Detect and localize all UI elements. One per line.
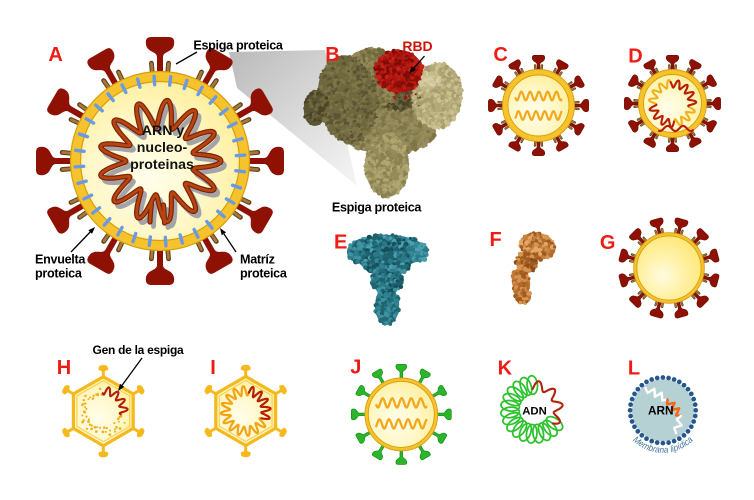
svg-text:ADN: ADN: [522, 406, 546, 418]
svg-text:ARN y: ARN y: [142, 123, 185, 139]
svg-text:Envuelta: Envuelta: [35, 253, 86, 267]
svg-text:J: J: [350, 357, 361, 379]
svg-text:Gen de la espiga: Gen de la espiga: [93, 343, 184, 357]
svg-text:D: D: [628, 46, 642, 68]
svg-text:H: H: [57, 357, 71, 379]
svg-text:nucleo-: nucleo-: [137, 140, 188, 156]
svg-text:I: I: [210, 357, 216, 379]
svg-text:ARN: ARN: [648, 403, 674, 417]
svg-text:proteinas: proteinas: [130, 157, 194, 173]
svg-text:A: A: [48, 44, 62, 66]
svg-text:C: C: [493, 44, 507, 66]
svg-text:Espiga proteica: Espiga proteica: [193, 39, 284, 53]
svg-text:Espiga proteica: Espiga proteica: [332, 201, 423, 215]
svg-text:RBD: RBD: [402, 38, 432, 54]
svg-text:F: F: [489, 229, 501, 251]
svg-text:Matríz: Matríz: [240, 253, 275, 267]
svg-text:proteica: proteica: [240, 267, 288, 281]
svg-text:B: B: [325, 44, 339, 66]
svg-text:E: E: [334, 232, 347, 254]
svg-text:proteica: proteica: [35, 267, 83, 281]
svg-text:K: K: [498, 357, 513, 379]
svg-text:L: L: [628, 358, 640, 380]
svg-text:G: G: [600, 232, 616, 254]
